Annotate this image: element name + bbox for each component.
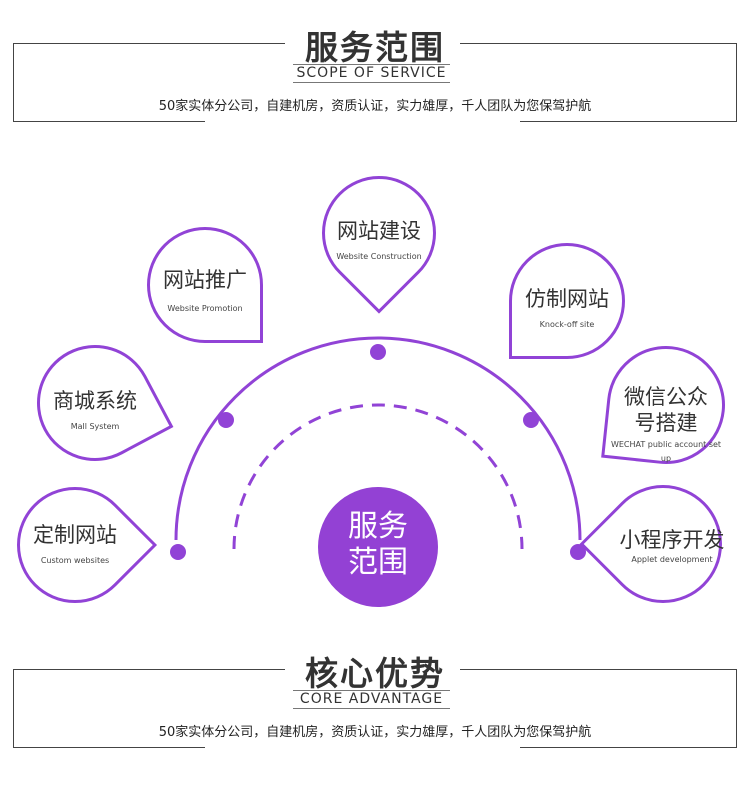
outer-arc [174,336,582,541]
divider [520,121,737,122]
arc-dot [218,412,234,428]
divider [460,43,737,44]
divider [13,43,285,44]
arc-dot [570,544,586,560]
section-description: 50家实体分公司，自建机房，资质认证，实力雄厚，千人团队为您保驾护航 [158,725,592,740]
dashed-arc [232,403,524,550]
bubble-knockoff-site [509,243,625,359]
divider [520,747,737,748]
section-title: 核心优势 [305,654,445,693]
section-title: 服务范围 [305,28,445,67]
center-circle: 服务范围 [318,487,438,607]
divider [736,669,737,748]
divider [460,669,737,670]
divider [13,43,14,122]
divider [13,121,205,122]
bubble-website-promotion [147,227,263,343]
advantage-header: 核心优势 CORE ADVANTAGE 50家实体分公司，自建机房，资质认证，实… [13,654,737,748]
service-header: 服务范围 SCOPE OF SERVICE 50家实体分公司，自建机房，资质认证… [13,28,737,122]
section-description: 50家实体分公司，自建机房，资质认证，实力雄厚，千人团队为您保驾护航 [158,99,592,114]
divider [736,43,737,122]
section-subtitle: CORE ADVANTAGE [293,690,450,709]
arc-dot [523,412,539,428]
arc-dot [170,544,186,560]
section-subtitle: SCOPE OF SERVICE [293,64,450,83]
divider [13,669,285,670]
divider [13,747,205,748]
divider [13,669,14,748]
arc-dot [370,344,386,360]
